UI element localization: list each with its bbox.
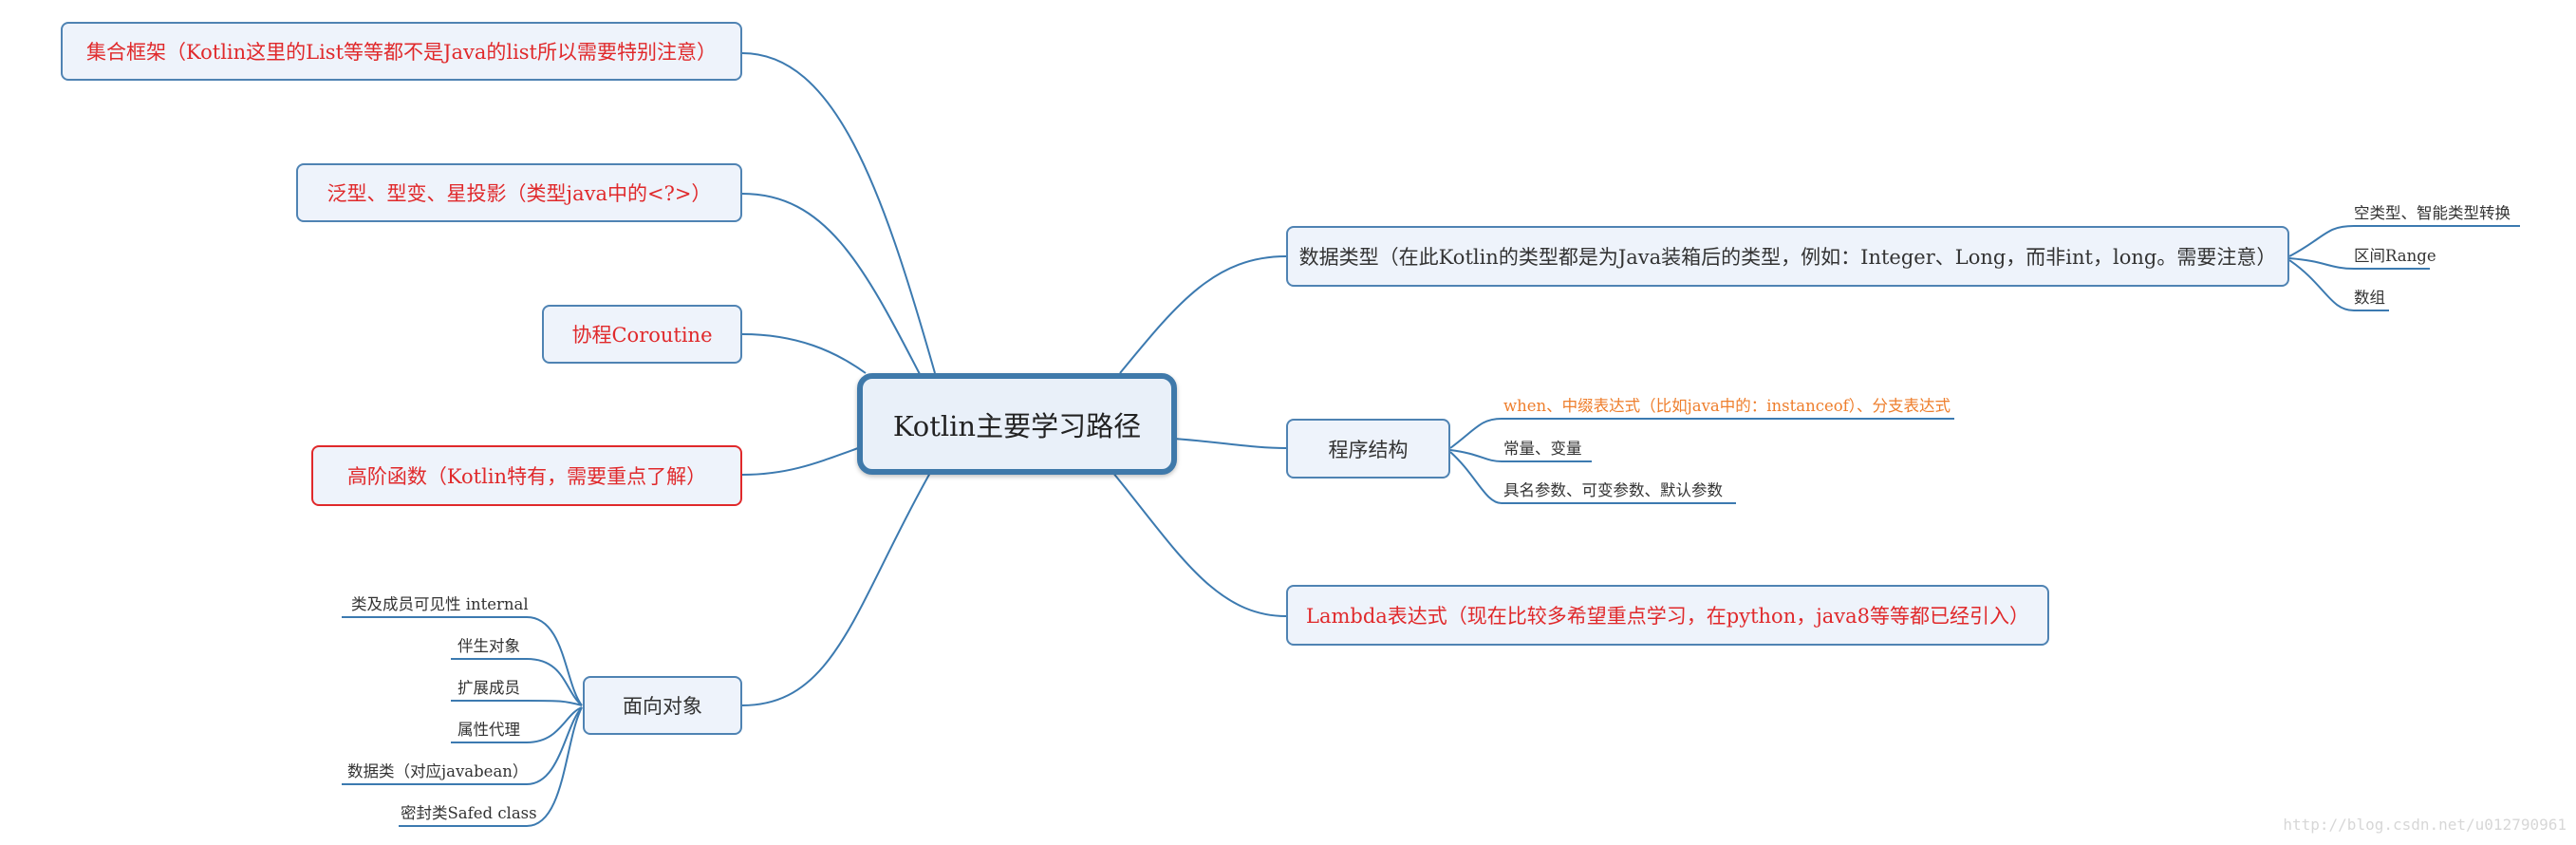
- leaf-visibility[interactable]: 类及成员可见性 internal: [351, 595, 529, 614]
- node-coroutine-label: 协程Coroutine: [571, 324, 713, 347]
- leaf-extension[interactable]: 扩展成员: [457, 679, 520, 698]
- leaf-companion-label: 伴生对象: [457, 637, 520, 655]
- leaf-nullable-types[interactable]: 空类型、智能类型转换: [2354, 204, 2511, 223]
- leaf-parameters[interactable]: 具名参数、可变参数、默认参数: [1503, 481, 1723, 500]
- leaf-data-class[interactable]: 数据类（对应javabean）: [347, 762, 528, 781]
- node-higher-order-functions[interactable]: 高阶函数（Kotlin特有，需要重点了解）: [311, 445, 742, 506]
- node-generics-label: 泛型、型变、星投影（类型java中的<?>）: [327, 182, 712, 205]
- leaf-extension-label: 扩展成员: [457, 679, 520, 697]
- node-collections[interactable]: 集合框架（Kotlin这里的List等等都不是Java的list所以需要特别注意…: [61, 22, 742, 81]
- node-generics[interactable]: 泛型、型变、星投影（类型java中的<?>）: [296, 163, 742, 222]
- link-higher-order: [741, 447, 859, 476]
- leaf-data-class-label: 数据类（对应javabean）: [347, 762, 529, 780]
- link-generics: [741, 193, 922, 377]
- leaf-nullable-types-label: 空类型、智能类型转换: [2354, 204, 2511, 222]
- leaf-delegate[interactable]: 属性代理: [457, 721, 520, 740]
- link-leaf-extension: [451, 700, 583, 706]
- leaf-array[interactable]: 数组: [2354, 289, 2385, 308]
- leaf-parameters-label: 具名参数、可变参数、默认参数: [1503, 481, 1723, 499]
- leaf-constants-variables[interactable]: 常量、变量: [1503, 440, 1582, 459]
- leaf-delegate-label: 属性代理: [457, 721, 520, 739]
- link-datatypes: [1119, 255, 1287, 374]
- link-structure: [1173, 438, 1287, 449]
- node-data-types[interactable]: 数据类型（在此Kotlin的类型都是为Java装箱后的类型，例如：Integer…: [1286, 226, 2289, 287]
- leaf-when-expression-label: when、中缀表达式（比如java中的：instanceof）、分支表达式: [1503, 397, 1951, 415]
- link-collections: [741, 52, 936, 374]
- leaf-companion[interactable]: 伴生对象: [457, 637, 520, 656]
- leaf-sealed-class-label: 密封类Safed class: [401, 804, 537, 822]
- node-collections-label: 集合框架（Kotlin这里的List等等都不是Java的list所以需要特别注意…: [85, 41, 717, 64]
- node-lambda-label: Lambda表达式（现在比较多希望重点学习，在python，java8等等都已经…: [1306, 605, 2029, 628]
- node-oop-label: 面向对象: [623, 695, 702, 718]
- node-oop[interactable]: 面向对象: [583, 676, 742, 735]
- leaf-array-label: 数组: [2354, 289, 2385, 307]
- root-title: Kotlin主要学习路径: [892, 409, 1142, 442]
- node-higher-order-label: 高阶函数（Kotlin特有，需要重点了解）: [346, 465, 707, 488]
- node-program-structure[interactable]: 程序结构: [1286, 419, 1450, 479]
- leaf-constants-variables-label: 常量、变量: [1503, 440, 1582, 458]
- node-program-structure-label: 程序结构: [1328, 438, 1409, 461]
- link-coroutine: [741, 333, 867, 374]
- leaf-when-expression[interactable]: when、中缀表达式（比如java中的：instanceof）、分支表达式: [1503, 397, 1951, 416]
- leaf-sealed-class[interactable]: 密封类Safed class: [401, 804, 537, 823]
- watermark: http://blog.csdn.net/u012790961: [2283, 816, 2567, 834]
- node-lambda[interactable]: Lambda表达式（现在比较多希望重点学习，在python，java8等等都已经…: [1286, 585, 2049, 646]
- leaf-range-label: 区间Range: [2354, 247, 2436, 265]
- node-coroutine[interactable]: 协程Coroutine: [542, 305, 742, 364]
- leaf-range[interactable]: 区间Range: [2354, 247, 2436, 266]
- node-data-types-label: 数据类型（在此Kotlin的类型都是为Java装箱后的类型，例如：Integer…: [1298, 246, 2277, 269]
- root-node[interactable]: Kotlin主要学习路径: [857, 373, 1177, 475]
- leaf-visibility-label: 类及成员可见性 internal: [351, 595, 529, 613]
- link-oop: [741, 472, 931, 706]
- link-lambda: [1111, 471, 1287, 617]
